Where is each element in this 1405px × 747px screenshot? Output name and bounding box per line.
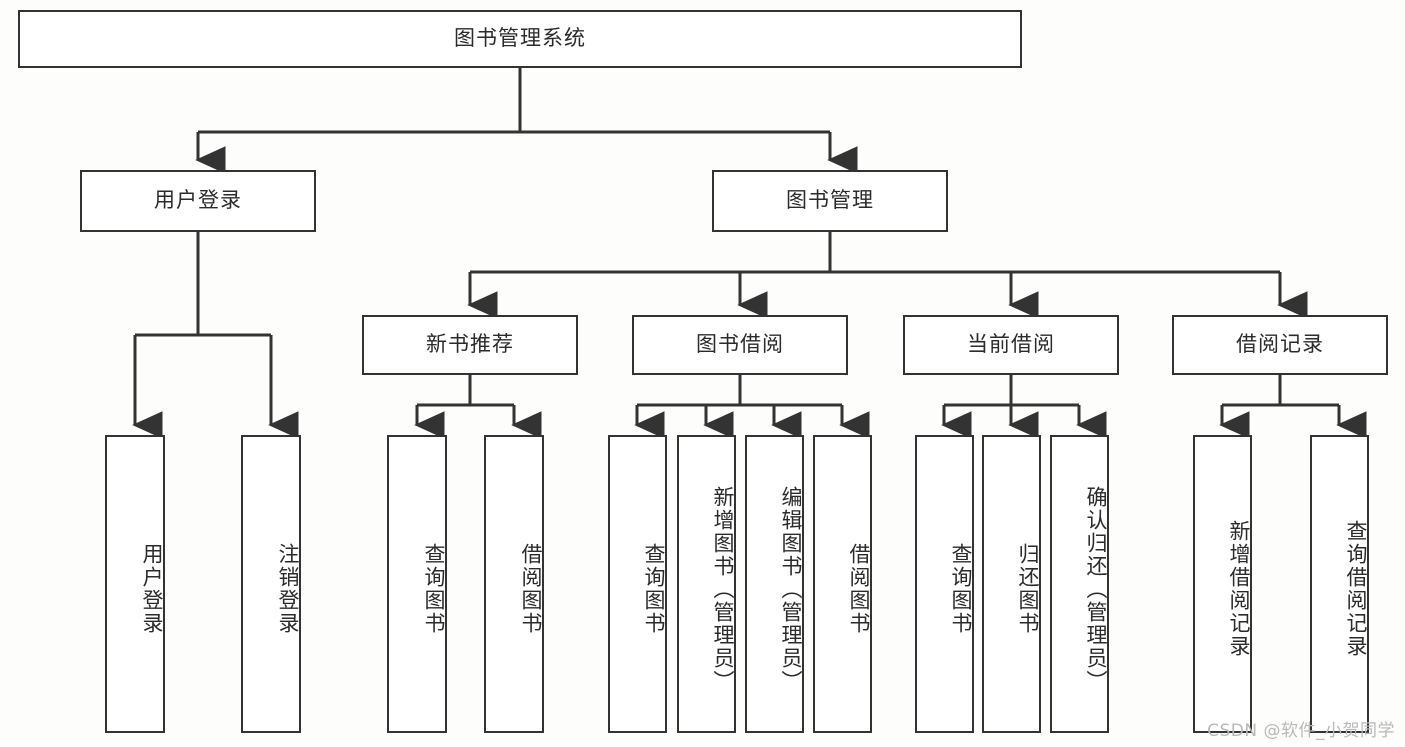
node-leaf-query-record[interactable]: 查询借阅记录 [1310, 435, 1369, 733]
node-root-system[interactable]: 图书管理系统 [18, 10, 1022, 68]
node-leaf-add-book[interactable]: 新增图书（管理员） [677, 435, 736, 733]
node-leaf-user-login[interactable]: 用户登录 [105, 435, 165, 733]
node-leaf-query-book-2[interactable]: 查询图书 [608, 435, 667, 733]
node-book-borrow[interactable]: 图书借阅 [632, 315, 848, 375]
node-leaf-query-book-2-label: 查询图书 [642, 543, 666, 635]
node-leaf-query-book-3-label: 查询图书 [949, 543, 973, 635]
node-leaf-borrow-book-1-label: 借阅图书 [519, 543, 543, 635]
node-leaf-add-record-label: 新增借阅记录 [1227, 520, 1251, 658]
node-new-book-recommend-label: 新书推荐 [426, 332, 514, 357]
node-leaf-edit-book-label: 编辑图书（管理员） [779, 485, 803, 693]
node-new-book-recommend[interactable]: 新书推荐 [362, 315, 578, 375]
node-leaf-query-book-1-label: 查询图书 [422, 543, 446, 635]
node-leaf-edit-book[interactable]: 编辑图书（管理员） [745, 435, 804, 733]
node-leaf-borrow-book-2-label: 借阅图书 [847, 543, 871, 635]
node-leaf-confirm-return-label: 确认归还（管理员） [1084, 485, 1108, 693]
node-leaf-borrow-book-1[interactable]: 借阅图书 [484, 435, 544, 733]
node-book-borrow-label: 图书借阅 [696, 332, 784, 357]
node-user-login[interactable]: 用户登录 [80, 170, 316, 232]
node-leaf-user-logout-label: 注销登录 [276, 543, 300, 635]
node-leaf-user-logout[interactable]: 注销登录 [241, 435, 301, 733]
node-current-borrow-label: 当前借阅 [967, 332, 1055, 357]
node-leaf-return-book-label: 归还图书 [1016, 543, 1040, 635]
node-book-management-label: 图书管理 [786, 188, 874, 213]
node-leaf-add-record[interactable]: 新增借阅记录 [1193, 435, 1252, 733]
node-leaf-add-book-label: 新增图书（管理员） [711, 485, 735, 693]
node-leaf-query-record-label: 查询借阅记录 [1344, 520, 1368, 658]
node-leaf-confirm-return[interactable]: 确认归还（管理员） [1050, 435, 1109, 733]
node-current-borrow[interactable]: 当前借阅 [903, 315, 1119, 375]
node-book-management[interactable]: 图书管理 [712, 170, 948, 232]
node-root-system-label: 图书管理系统 [454, 26, 586, 51]
node-leaf-query-book-1[interactable]: 查询图书 [387, 435, 447, 733]
node-user-login-label: 用户登录 [154, 188, 242, 213]
node-leaf-query-book-3[interactable]: 查询图书 [915, 435, 974, 733]
node-leaf-return-book[interactable]: 归还图书 [982, 435, 1041, 733]
node-borrow-record-label: 借阅记录 [1236, 332, 1324, 357]
node-leaf-borrow-book-2[interactable]: 借阅图书 [813, 435, 872, 733]
node-borrow-record[interactable]: 借阅记录 [1172, 315, 1388, 375]
node-leaf-user-login-label: 用户登录 [140, 543, 164, 635]
